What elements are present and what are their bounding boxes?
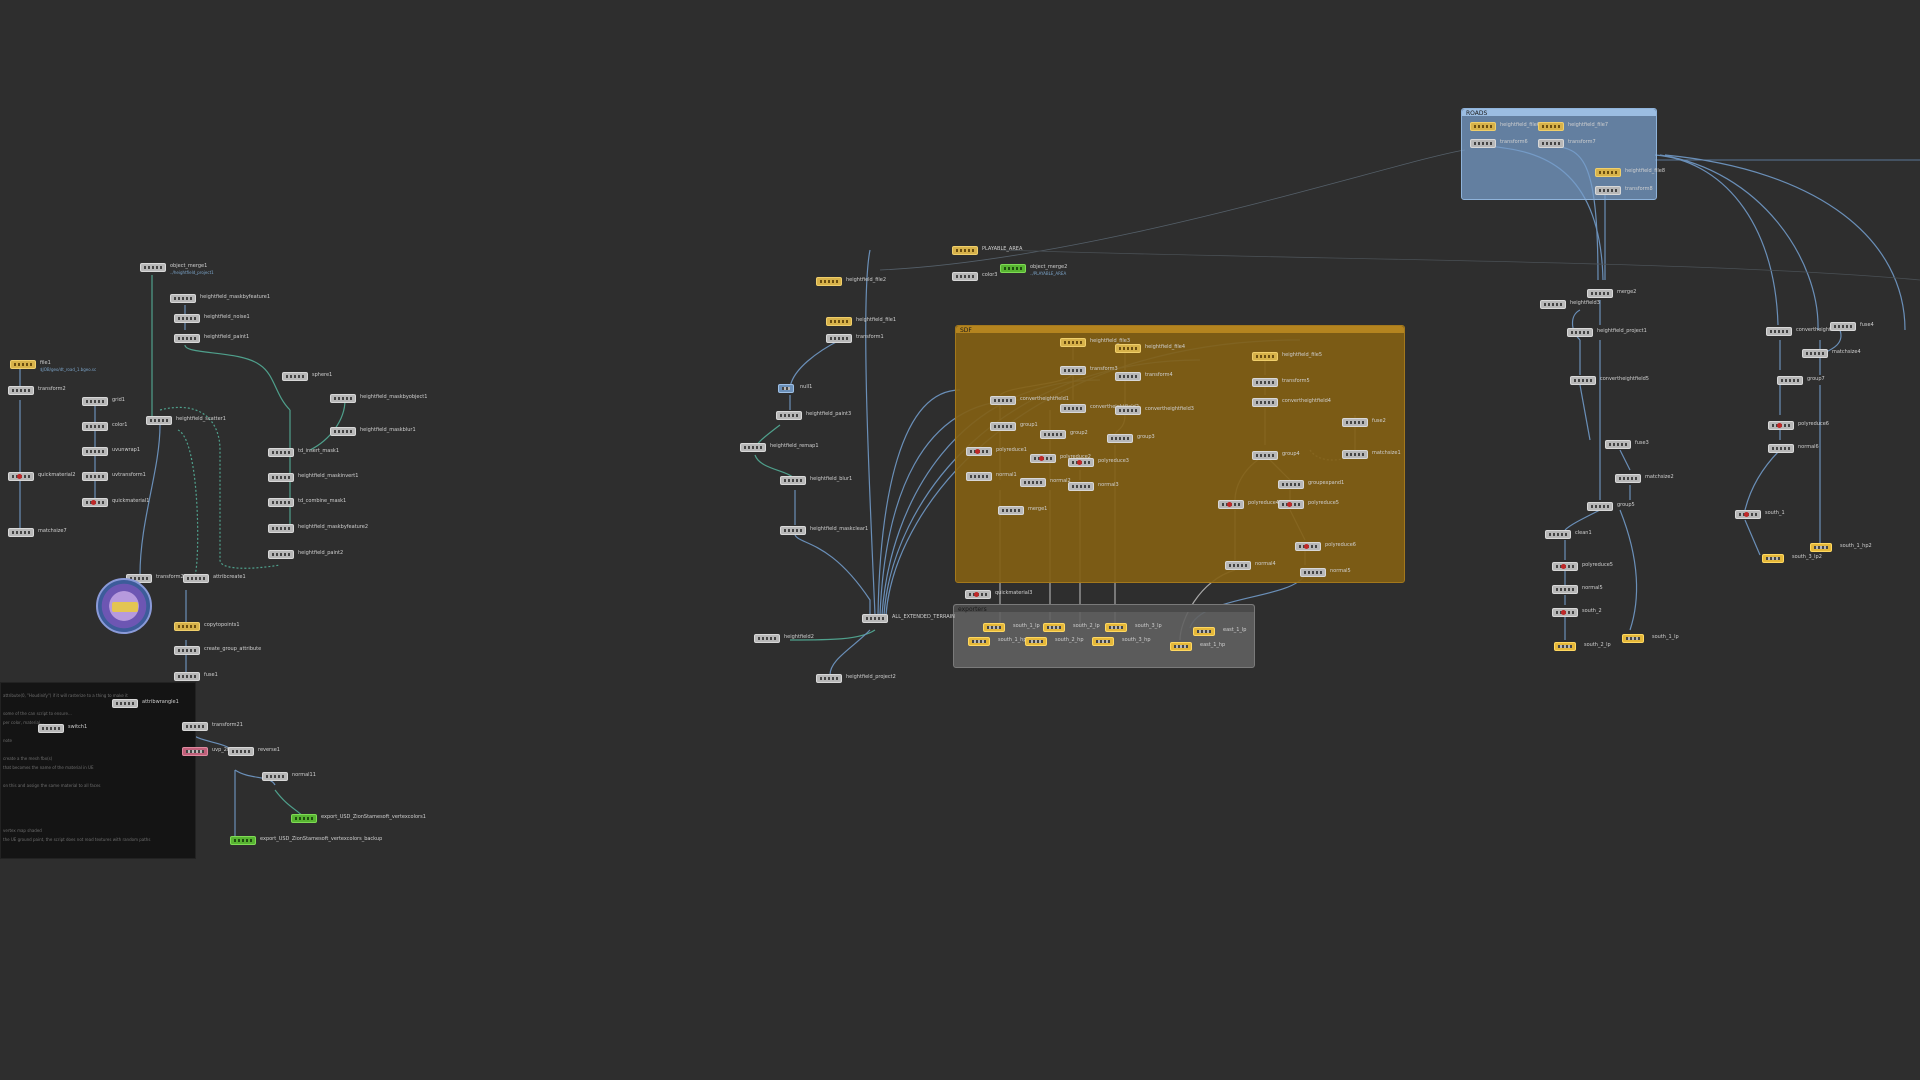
wire [1744, 449, 1781, 511]
network-box-exporters[interactable]: exporters [953, 604, 1255, 668]
sticky-note[interactable]: attribute(0, "Houdinify") if it will ras… [0, 682, 196, 859]
sticky-note-line: vertex map shaded [3, 828, 42, 833]
wire [1744, 519, 1761, 556]
sticky-note-line: on this and assign the same material to … [3, 783, 101, 788]
sticky-note-line: create a the mesh fbx(s) [3, 756, 53, 761]
wire [789, 339, 841, 391]
wire [184, 344, 291, 411]
sticky-note-line: per color, material... [3, 720, 44, 725]
wire [1619, 449, 1631, 471]
wire [865, 249, 876, 616]
wire [1579, 384, 1591, 441]
node-selected-ring[interactable] [96, 578, 152, 634]
network-box-title: exporters [958, 606, 987, 613]
wire [829, 629, 871, 676]
network-box-title: ROADS [1466, 110, 1488, 117]
sticky-note-line: note [3, 738, 13, 743]
wire [1571, 309, 1581, 341]
wire [1659, 154, 1819, 331]
wire [789, 629, 876, 641]
network-box-title: SDF [960, 327, 972, 334]
wire [999, 249, 1920, 281]
sticky-note-line: that becomes the name of the material in… [3, 765, 94, 770]
sticky-note-line: attribute(0, "Houdinify") if it will ras… [3, 693, 128, 698]
wire [1564, 509, 1601, 531]
wire [177, 429, 199, 576]
wire [309, 399, 346, 451]
sticky-note-line: the UE ground paint, the script does not… [3, 837, 151, 842]
wire [1664, 154, 1906, 331]
wire [877, 389, 961, 616]
wire [879, 149, 1466, 271]
wire [1654, 154, 1779, 326]
wire [139, 424, 161, 576]
wire [1619, 509, 1638, 631]
wire [234, 769, 276, 786]
wire [159, 406, 281, 569]
wire [794, 534, 871, 615]
sticky-note-line: some of the can script to ensure... [3, 711, 72, 716]
